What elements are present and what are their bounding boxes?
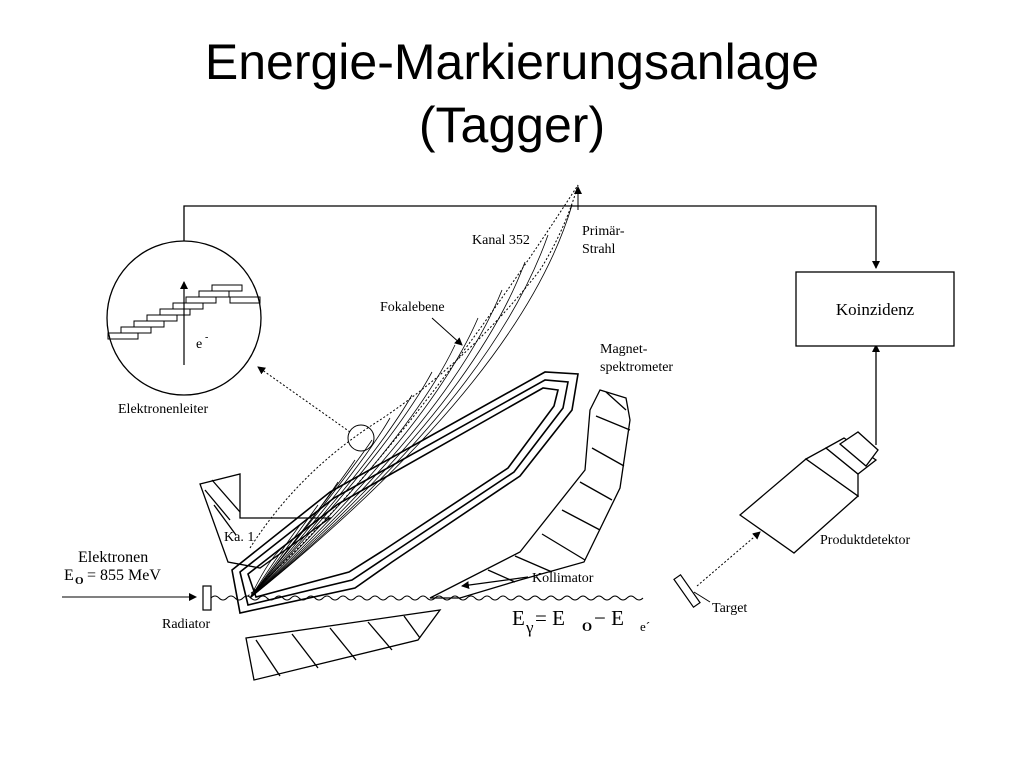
electron-superscript: - — [205, 332, 208, 343]
koinzidenz-box — [795, 271, 955, 347]
produktdetektor-label: Produktdetektor — [820, 533, 911, 548]
magnet-label-1: Magnet- — [600, 342, 648, 357]
product-path — [696, 531, 761, 587]
koinzidenz-label: Koinzidenz — [836, 300, 915, 319]
radiator-label: Radiator — [162, 617, 211, 632]
kollimator-pointer — [461, 576, 529, 590]
fokalebene-label: Fokalebene — [380, 300, 445, 315]
magnet-label-2: spektrometer — [600, 360, 673, 375]
energy-formula: E γ = E O − E e´ — [512, 606, 650, 637]
focal-detector-circle — [347, 424, 375, 452]
yoke-upper-right — [429, 389, 631, 599]
primaerstrahl-label-1: Primär- — [582, 224, 625, 239]
produktdetektor-device — [738, 431, 879, 554]
formula-eq: = E — [535, 606, 565, 630]
kanal1-label: Ka. 1 — [224, 530, 254, 545]
electron-symbol: e — [196, 337, 202, 352]
target-label: Target — [712, 601, 747, 616]
target-foil — [673, 573, 701, 609]
photon-beam — [210, 595, 644, 601]
elektronen-label: Elektronen — [78, 549, 148, 566]
formula-esub: e´ — [640, 619, 650, 634]
energy-e-symbol: E — [64, 567, 74, 584]
radiator-foil — [202, 585, 212, 611]
slide-title-line1: Energie-Markierungsanlage — [204, 34, 820, 90]
magnet-coil — [231, 371, 579, 614]
slide-title-line2: (Tagger) — [418, 97, 606, 153]
electron-trajectories — [249, 204, 573, 599]
yoke-lower — [245, 609, 442, 681]
energy-subscript: O — [75, 575, 84, 587]
elektronenleiter-label: Elektronenleiter — [118, 402, 209, 417]
formula-gamma: γ — [525, 618, 534, 637]
energy-value: = 855 MeV — [87, 567, 161, 584]
formula-e: E — [512, 606, 525, 630]
kanal352-label: Kanal 352 — [472, 233, 530, 248]
coincidence-wire — [183, 205, 880, 269]
focal-detector-pointer — [257, 366, 351, 433]
formula-o: O — [582, 619, 592, 634]
fokalebene-pointer — [431, 317, 463, 346]
kollimator-label: Kollimator — [532, 571, 594, 586]
elektronenleiter-circle — [106, 240, 262, 396]
target-pointer — [693, 591, 711, 603]
primaerstrahl-label-2: Strahl — [582, 242, 616, 257]
focal-plane — [247, 184, 579, 597]
yoke-upper-left — [199, 473, 333, 569]
formula-minus: − E — [594, 606, 624, 630]
